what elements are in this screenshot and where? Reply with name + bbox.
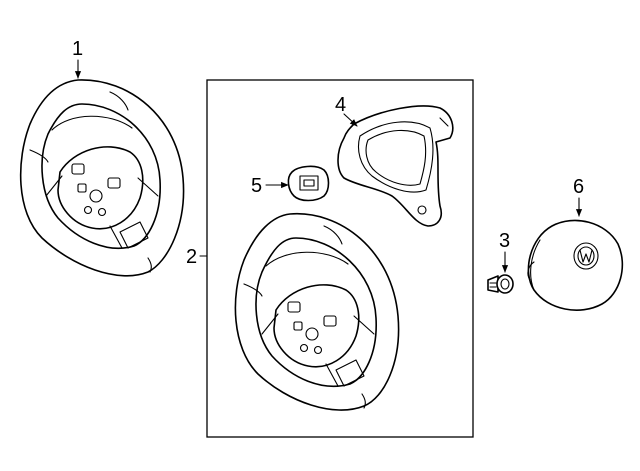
callout-1-label: 1 bbox=[72, 38, 83, 60]
assembly-2-box bbox=[206, 79, 474, 438]
bolt-part-3[interactable] bbox=[487, 274, 514, 294]
airbag-module-part-6[interactable] bbox=[527, 219, 624, 311]
steering-wheel-part-1[interactable] bbox=[19, 79, 185, 277]
callout-2: 2 bbox=[186, 246, 208, 268]
callout-4-label: 4 bbox=[335, 94, 346, 116]
trim-cover-part-4[interactable] bbox=[337, 105, 454, 227]
callout-6-label: 6 bbox=[573, 176, 584, 198]
callout-1: 1 bbox=[72, 38, 83, 79]
callout-3-label: 3 bbox=[499, 230, 510, 252]
callout-6: 6 bbox=[573, 176, 584, 217]
callout-3: 3 bbox=[499, 230, 510, 273]
steering-wheel-assembly-part-2[interactable] bbox=[234, 213, 400, 411]
callout-2-label: 2 bbox=[186, 246, 197, 268]
switch-module-part-5[interactable] bbox=[287, 165, 330, 202]
callout-4: 4 bbox=[335, 94, 358, 127]
callout-5-label: 5 bbox=[251, 175, 262, 197]
callout-5: 5 bbox=[251, 175, 289, 197]
